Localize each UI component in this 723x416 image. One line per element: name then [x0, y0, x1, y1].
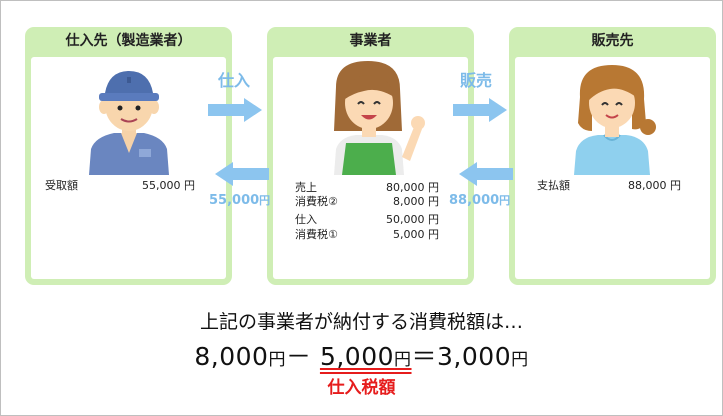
row-label: 支払額 [537, 179, 570, 192]
sales-flow-label: 販売 [460, 71, 493, 90]
left-arrow-icon [215, 162, 269, 186]
row-label: 受取額 [45, 179, 78, 192]
right-arrow-icon [453, 98, 507, 122]
row-value: 50,000 円 [386, 213, 439, 226]
row-label: 仕入 [295, 213, 317, 226]
right-arrow-icon [208, 98, 262, 122]
row-label: 消費税① [295, 228, 338, 241]
customer-illustration [515, 57, 710, 175]
customer-title: 販売先 [591, 33, 634, 49]
eq-unit: 円 [268, 350, 286, 370]
row-value: 55,000 円 [142, 179, 195, 192]
business-body: 売上 80,000 円 消費税② 8,000 円 仕入 50,000 円 消費税… [273, 57, 468, 279]
customer-body: 支払額 88,000 円 [515, 57, 710, 279]
payment-to-supplier: 55,000円 [209, 192, 270, 208]
amount-value: 88,000 [449, 193, 500, 208]
tax-equation: 8,000円－ 5,000円＝3,000円 [1, 337, 722, 373]
supplier-card: 仕入先（製造業者） [25, 27, 232, 285]
eq-input-tax: 5,000 [319, 342, 395, 371]
row-value: 8,000 円 [393, 195, 439, 208]
row-label: 消費税② [295, 195, 338, 208]
eq-unit: 円 [394, 350, 412, 370]
eq-output-tax: 8,000 [194, 342, 269, 371]
summary-text: 上記の事業者が納付する消費税額は… [199, 311, 523, 333]
input-tax-note: 仕入税額 [327, 378, 396, 398]
shopkeeper-illustration [273, 57, 468, 175]
yen-unit: 円 [259, 194, 271, 207]
eq-unit: 円 [511, 350, 529, 370]
row-value: 88,000 円 [628, 179, 681, 192]
eq-input-tax-group: 5,000円 [320, 342, 412, 371]
row-value: 5,000 円 [393, 228, 439, 241]
supplier-body: 受取額 55,000 円 [31, 57, 226, 279]
worker-illustration [31, 57, 226, 175]
amount-value: 55,000 [209, 193, 260, 208]
supplier-title: 仕入先（製造業者） [65, 33, 192, 49]
row-value: 80,000 円 [386, 181, 439, 194]
left-arrow-icon [459, 162, 513, 186]
row-label: 売上 [295, 181, 317, 194]
eq-equals: ＝ [411, 342, 438, 371]
payment-from-customer: 88,000円 [449, 192, 510, 208]
customer-card: 販売先 支払額 88,000 円 [509, 27, 716, 285]
business-card: 事業者 売上 80,000 円 [267, 27, 474, 285]
yen-unit: 円 [499, 194, 511, 207]
business-title: 事業者 [349, 33, 392, 49]
eq-minus: － [285, 342, 312, 371]
eq-result: 3,000 [437, 342, 512, 371]
purchase-flow-label: 仕入 [218, 71, 251, 90]
